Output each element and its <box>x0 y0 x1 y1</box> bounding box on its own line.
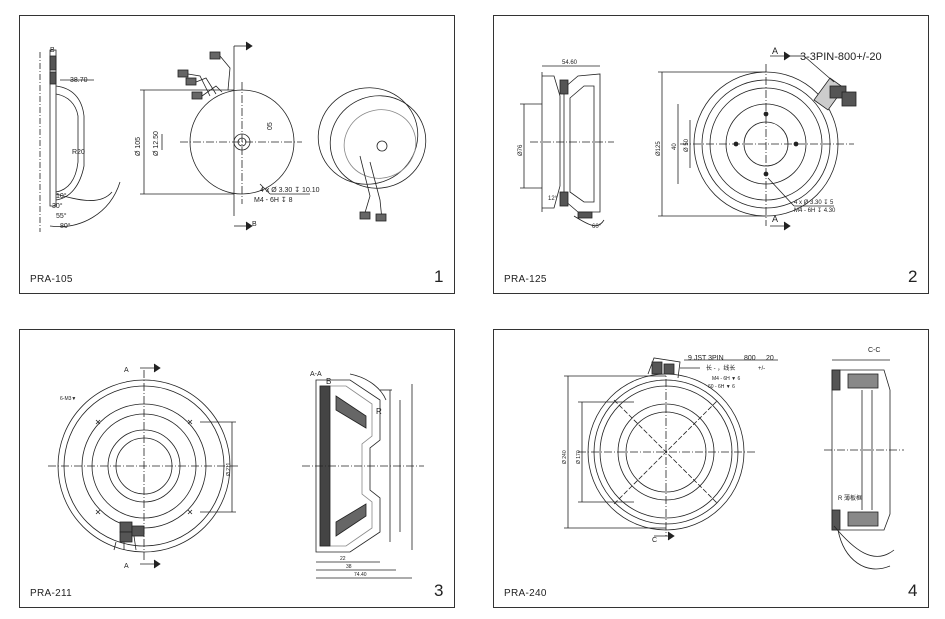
drawing-pra-105: B 38.70 R20 10° 30° 55° 80° Ø 105 Ø 12.5… <box>39 41 427 232</box>
label-r: R 薄板框 <box>838 494 862 502</box>
label-dia-105: Ø 105 <box>135 137 142 156</box>
label-cable: 3-3PIN-800+/-20 <box>800 51 882 63</box>
label-bottom-2: 38 <box>346 564 352 570</box>
label-top-dim: 54.60 <box>562 60 578 66</box>
drawing-panel-pra-105: B 38.70 R20 10° 30° 55° 80° Ø 105 Ø 12.5… <box>19 15 455 294</box>
drawing-pra-211: A A A-A B R Ø 211 6-M3▼ 22 38 74.40 <box>48 363 424 579</box>
label-dia-12-50: Ø 12.50 <box>153 131 160 156</box>
label-angle-12: 12° <box>548 196 558 202</box>
label-cable-2: 长 - ，线长 <box>706 364 735 372</box>
label-cable-tol: 20 <box>766 355 774 362</box>
label-holes-1: 4 x Ø 3.30 ↧ 5 <box>794 199 834 206</box>
label-angle-80: 80° <box>60 222 71 230</box>
panel-number: 3 <box>434 581 444 600</box>
label-section-a-2: A <box>124 563 129 570</box>
label-dim-50: Ø 50 <box>684 138 690 152</box>
label-section-b: B <box>50 47 55 54</box>
label-section-a: A <box>124 367 129 374</box>
model-name: PRA-105 <box>30 274 73 285</box>
label-dia-76: Ø76 <box>518 144 524 156</box>
label-angle-60: 60° <box>592 224 602 230</box>
label-note-1: M4 - 6H ▼ 6 <box>712 376 741 382</box>
label-angle-30: 30° <box>52 202 63 210</box>
label-bottom-1: 22 <box>340 556 346 562</box>
model-name: PRA-240 <box>504 588 547 599</box>
panel-number: 4 <box>908 581 918 600</box>
label-holes-1: 4 x Ø 3.30 ↧ 10.10 <box>260 186 320 194</box>
label-detail-b: B <box>326 377 331 386</box>
label-section-cc: C-C <box>868 347 880 354</box>
label-section-a-2: A <box>772 214 778 224</box>
label-r: R <box>376 407 382 416</box>
label-dia-inner: Ø 170 <box>576 450 582 464</box>
label-note-2: 60 - 6H ▼ 6 <box>708 384 735 390</box>
drawing-panel-pra-240: 9 JST 3PIN 800 20 长 - ，线长 +/- M4 - 6H ▼ … <box>493 329 929 608</box>
drawing-panel-pra-211: A A A-A B R Ø 211 6-M3▼ 22 38 74.40 PRA-… <box>19 329 455 608</box>
drawing-panel-pra-125: 3-3PIN-800+/-20 A A 54.60 Ø76 Ø125 40 Ø … <box>493 15 929 294</box>
label-section-aa: A-A <box>310 371 322 378</box>
label-angle-10: 10° <box>56 192 67 200</box>
label-holes-2: M4 - 6H ↧ 4.30 <box>794 207 836 214</box>
label-dia-240: Ø 240 <box>562 450 568 464</box>
model-name: PRA-125 <box>504 274 547 285</box>
model-name: PRA-211 <box>30 588 72 599</box>
label-r20: R20 <box>72 149 85 156</box>
label-cable-len: 800 <box>744 355 756 362</box>
label-note-left: 6-M3▼ <box>60 396 76 402</box>
panel-number: 1 <box>434 267 444 286</box>
label-dim-38-70: 38.70 <box>70 77 88 84</box>
label-cable-1: 9 JST 3PIN <box>688 355 724 362</box>
panel-number: 2 <box>908 267 918 286</box>
label-holes-2: M4 - 6H ↧ 8 <box>254 196 293 204</box>
label-section-c: C <box>652 537 657 544</box>
drawing-pra-240: 9 JST 3PIN 800 20 长 - ，线长 +/- M4 - 6H ▼ … <box>562 347 904 570</box>
label-cable-pm: +/- <box>758 366 765 372</box>
label-dia-main: Ø 211 <box>226 463 232 476</box>
drawing-pra-125: 3-3PIN-800+/-20 A A 54.60 Ø76 Ø125 40 Ø … <box>518 46 882 231</box>
label-dim-40: 40 <box>672 143 678 150</box>
label-section-a: A <box>772 46 778 56</box>
label-dia-125: Ø125 <box>656 141 662 156</box>
label-section-b-2: B <box>252 221 257 228</box>
label-angle-55: 55° <box>56 212 67 220</box>
label-dim-05: 05 <box>267 122 274 130</box>
label-bottom-3: 74.40 <box>354 572 367 578</box>
